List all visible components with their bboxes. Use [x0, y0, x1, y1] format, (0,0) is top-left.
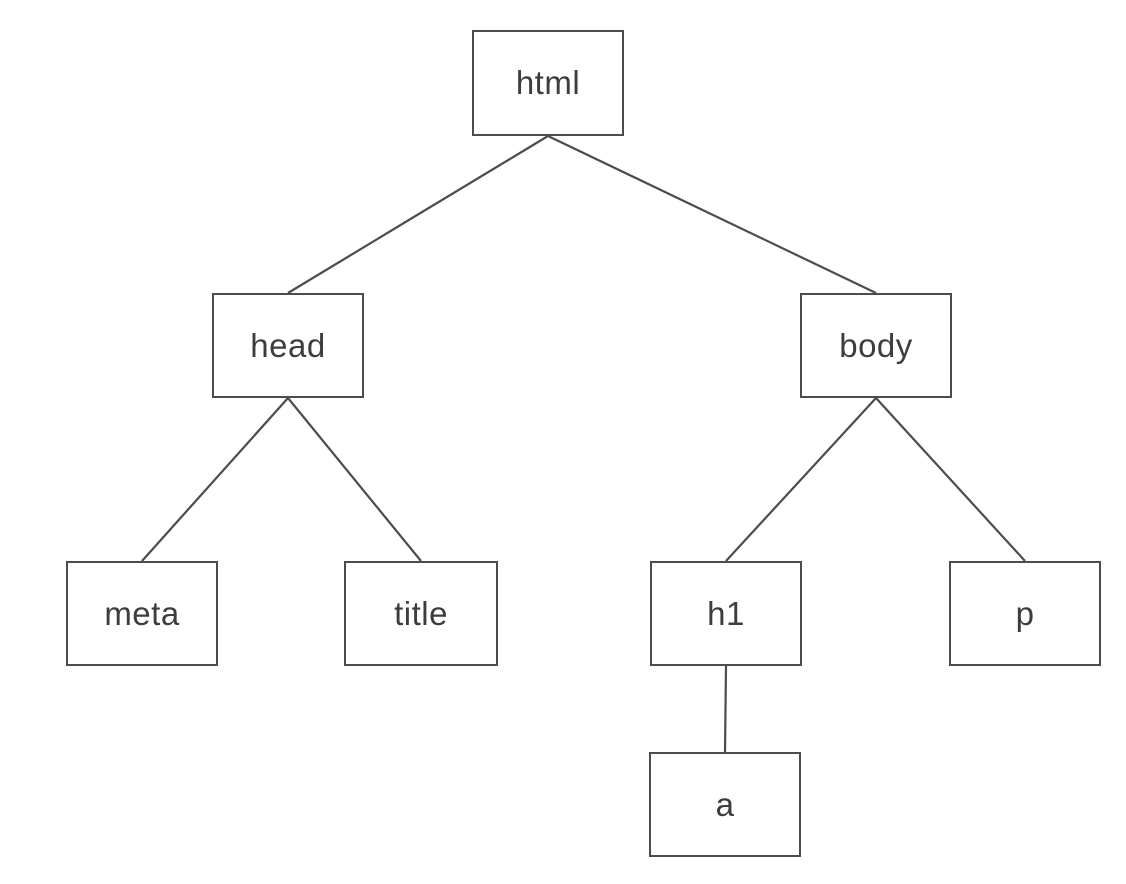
- tree-node-label: a: [715, 785, 735, 823]
- tree-node-label: title: [394, 594, 448, 632]
- tree-node-label: h1: [707, 594, 745, 632]
- tree-node-label: meta: [104, 594, 180, 632]
- tree-node-label: html: [515, 64, 581, 101]
- tree-node-p: p: [949, 561, 1101, 666]
- tree-node-label: body: [839, 326, 913, 364]
- tree-node-body: body: [800, 293, 952, 398]
- tree-node-meta: meta: [66, 561, 218, 666]
- tree-node-label: p: [1015, 594, 1035, 632]
- tree-node-title: title: [344, 561, 498, 666]
- tree-node-a: a: [649, 752, 801, 857]
- tree-node-head: head: [212, 293, 364, 398]
- tree-node-h1: h1: [650, 561, 802, 666]
- tree-node-html: html: [472, 30, 624, 136]
- tree-node-label: head: [250, 326, 326, 364]
